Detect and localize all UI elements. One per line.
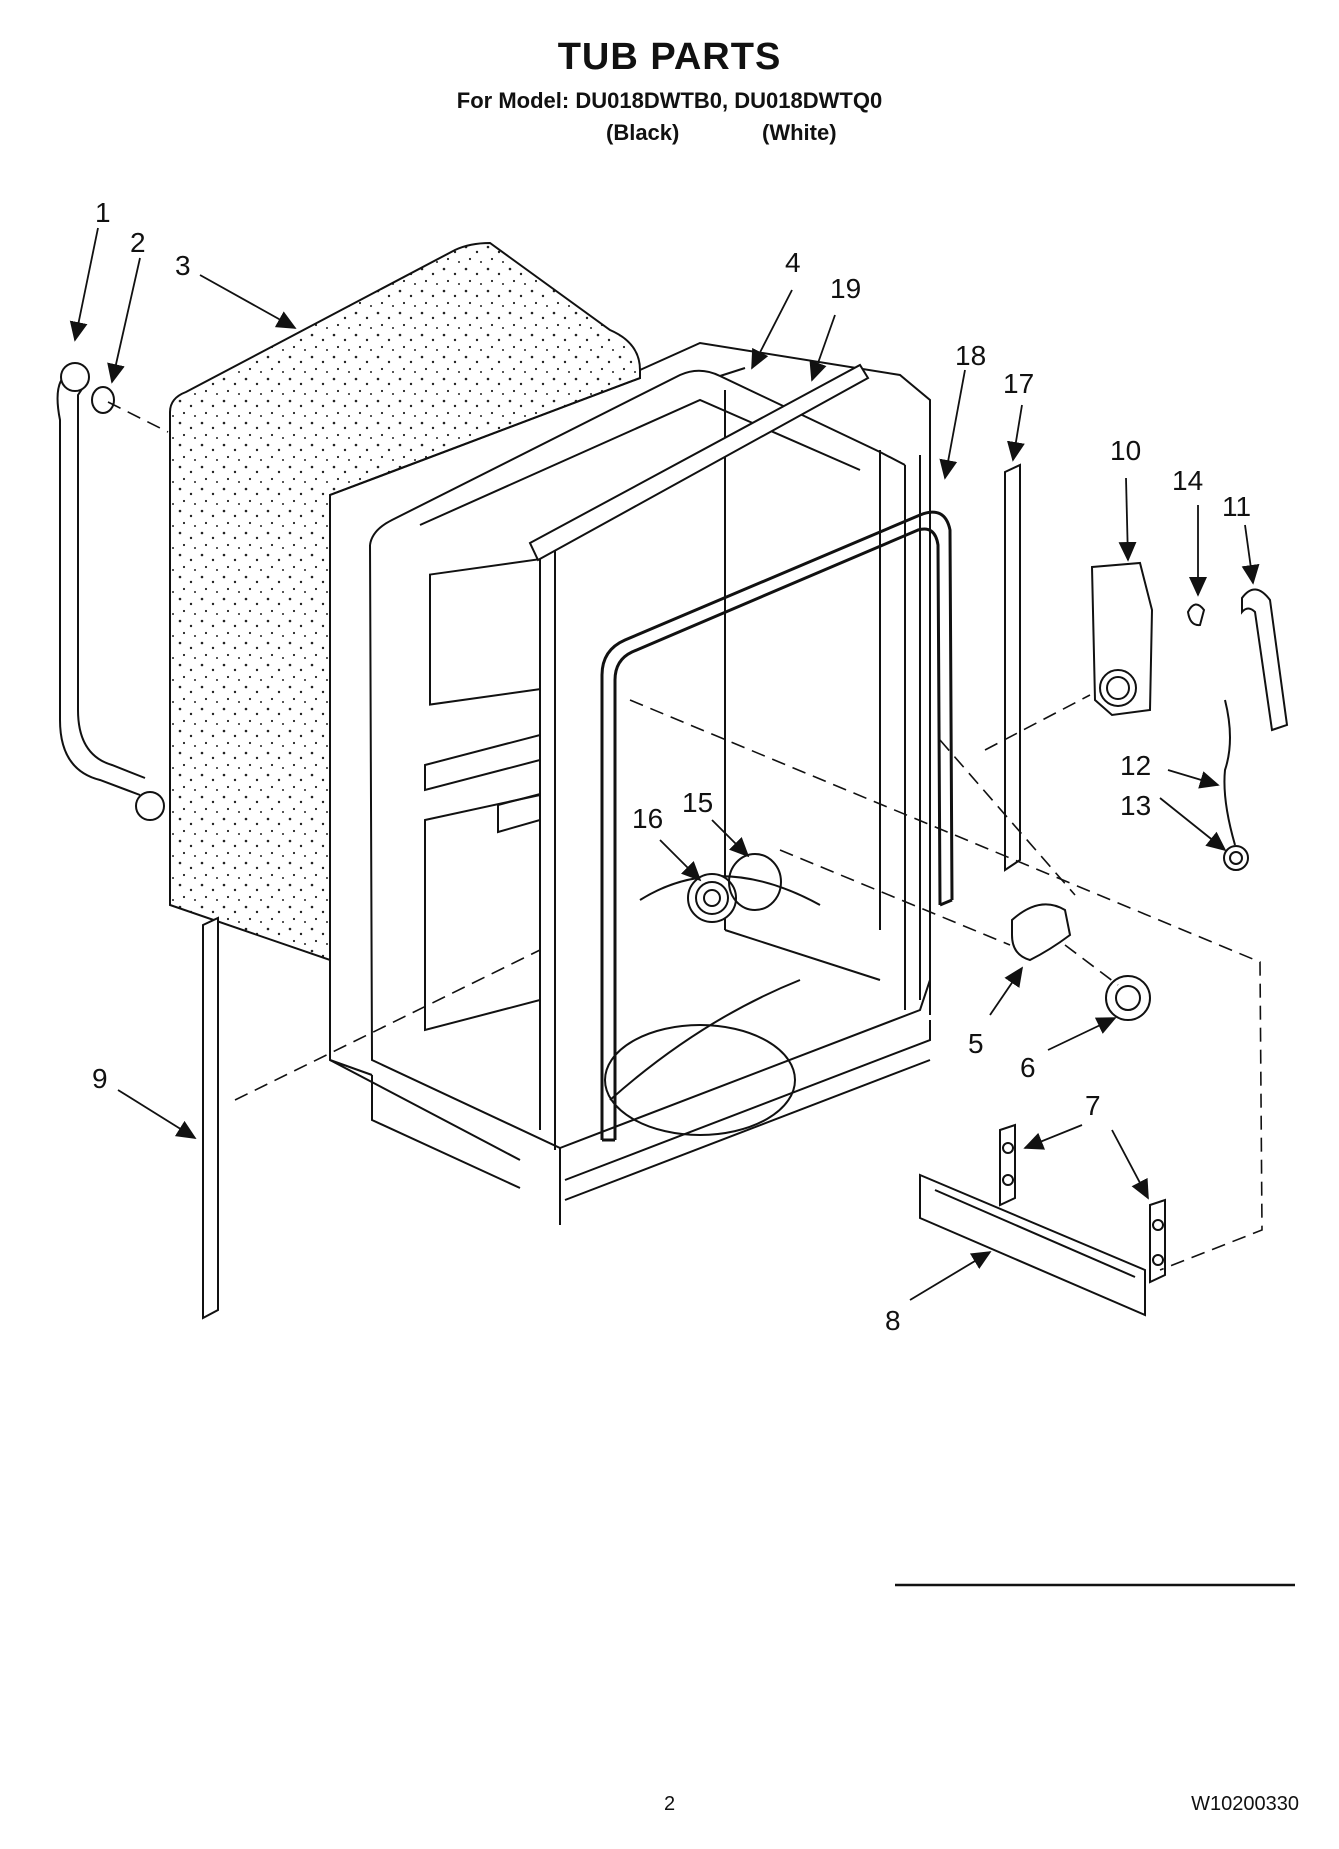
tub-body [329,341,931,1225]
door-gasket-part-18 [600,510,954,1142]
variant-white-label: (White) [762,120,837,145]
callout-labels: 1 2 3 4 5 6 7 8 9 10 11 12 13 14 15 16 1… [92,197,1251,1336]
filter-part-16 [687,873,737,923]
clip-part-14 [1186,603,1206,627]
callout-5: 5 [968,1028,984,1059]
vertical-strip-part-9 [202,916,219,1320]
variant-black-label: (Black) [606,120,680,145]
callout-9: 9 [92,1063,108,1094]
vent-part-10 [1090,561,1154,717]
callout-8: 8 [885,1305,901,1336]
callout-13: 13 [1120,790,1151,821]
callout-19: 19 [830,273,861,304]
callout-16: 16 [632,803,663,834]
wire-part-12 [1223,699,1236,846]
gasket-ring-part-2 [91,386,115,414]
callout-17: 17 [1003,368,1034,399]
callout-2: 2 [130,227,146,258]
callout-7: 7 [1085,1090,1101,1121]
callout-12: 12 [1120,750,1151,781]
callout-3: 3 [175,250,191,281]
knob-part-13 [1223,845,1249,871]
vertical-strip-part-17 [1004,463,1021,872]
elbow-hose-part-11 [1241,588,1289,732]
callout-1: 1 [95,197,111,228]
callout-14: 14 [1172,465,1203,496]
document-number: W10200330 [1191,1793,1299,1815]
page-number: 2 [663,1793,676,1815]
rail-part-8 [919,1173,1146,1317]
callout-4: 4 [785,247,801,278]
bracket-part-5 [1011,903,1072,962]
callout-15: 15 [682,787,713,818]
fitting-part-6 [1105,975,1151,1021]
insulation-blanket-part-3 [169,241,641,962]
callout-11: 11 [1222,491,1251,522]
hose-part-1 [56,362,165,821]
top-strip-part-19 [528,363,870,562]
bracket-part-7b [1149,1198,1166,1284]
ring-part-15 [728,853,782,911]
callout-18: 18 [955,340,986,371]
bracket-part-7a [999,1123,1016,1207]
page-title: TUB PARTS [557,36,782,78]
callout-6: 6 [1020,1052,1036,1083]
callout-10: 10 [1110,435,1141,466]
model-line: For Model: DU018DWTB0, DU018DWTQ0 [456,88,883,113]
